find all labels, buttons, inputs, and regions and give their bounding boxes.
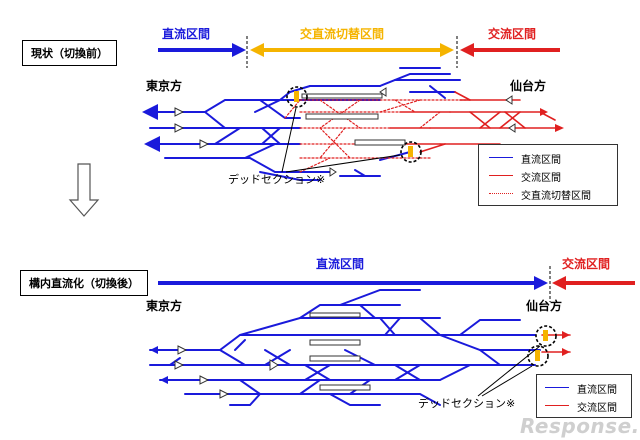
legend-text: 交直流切替区間 — [521, 191, 591, 202]
top-switch-arrow-left-head — [250, 43, 264, 57]
bottom-zone-dc-label: 直流区間 — [316, 257, 365, 271]
bottom-dc-arrow-head — [534, 276, 548, 290]
bottom-platform-3 — [309, 355, 361, 362]
legend-text: 直流区間 — [521, 155, 561, 166]
legend-swatch-dc — [489, 157, 513, 158]
top-dead-pointer-1 — [281, 107, 297, 173]
down-arrow-icon — [68, 163, 100, 217]
bottom-dead-section-label: デッドセクション※ — [418, 397, 516, 410]
legend-swatch-switch — [489, 193, 513, 194]
top-switch-arrow-right-head — [440, 43, 454, 57]
top-platform-3 — [354, 139, 406, 146]
top-dead-circle-1 — [286, 86, 308, 108]
legend-swatch-dc — [545, 387, 569, 388]
top-right-direction: 仙台方 — [510, 79, 547, 93]
bottom-zone-arrows — [158, 266, 635, 302]
bottom-platform-2 — [309, 339, 361, 346]
bottom-dead-circle-1 — [535, 325, 557, 347]
bottom-ac-arrow-head — [552, 276, 566, 290]
bottom-dead-pointer-1 — [477, 345, 541, 397]
bottom-dead-pointer-2 — [481, 365, 533, 397]
top-zone-dc-label: 直流区間 — [162, 27, 211, 41]
watermark-logo: Response. — [520, 414, 640, 438]
legend-text: 直流区間 — [577, 385, 617, 396]
top-ac-arrow-head — [460, 43, 474, 57]
top-state-label: 現状（切換前） — [22, 40, 117, 66]
bottom-tracks — [149, 289, 571, 406]
bottom-state-label: 構内直流化（切換後） — [20, 270, 148, 296]
bottom-platform-4 — [319, 384, 371, 391]
top-dc-arrow-head — [232, 43, 246, 57]
top-dead-circle-2 — [400, 141, 422, 163]
bottom-left-direction: 東京方 — [146, 299, 183, 313]
top-platform-2 — [305, 113, 379, 120]
legend-swatch-ac — [489, 175, 513, 176]
bottom-zone-ac-label: 交流区間 — [562, 257, 611, 271]
legend-text: 交流区間 — [521, 173, 561, 184]
top-dead-pointer-2 — [285, 154, 401, 173]
bottom-legend: 直流区間 交流区間 — [536, 374, 632, 418]
legend-text: 交流区間 — [577, 403, 617, 414]
top-dead-section-label: デッドセクション※ — [228, 173, 326, 186]
top-legend: 直流区間 交流区間 交直流切替区間 — [478, 144, 618, 206]
top-dead-section-markers — [281, 86, 422, 173]
bottom-platform-1 — [309, 312, 361, 318]
legend-swatch-ac — [545, 405, 569, 406]
top-tracks — [142, 67, 564, 181]
top-platform-1 — [301, 93, 383, 99]
top-zone-ac-label: 交流区間 — [488, 27, 537, 41]
bottom-right-direction: 仙台方 — [526, 299, 563, 313]
top-zone-arrows — [158, 36, 560, 68]
bottom-dead-section-markers — [477, 325, 557, 397]
top-left-direction: 東京方 — [146, 79, 183, 93]
top-zone-switch-label: 交直流切替区間 — [300, 27, 385, 41]
